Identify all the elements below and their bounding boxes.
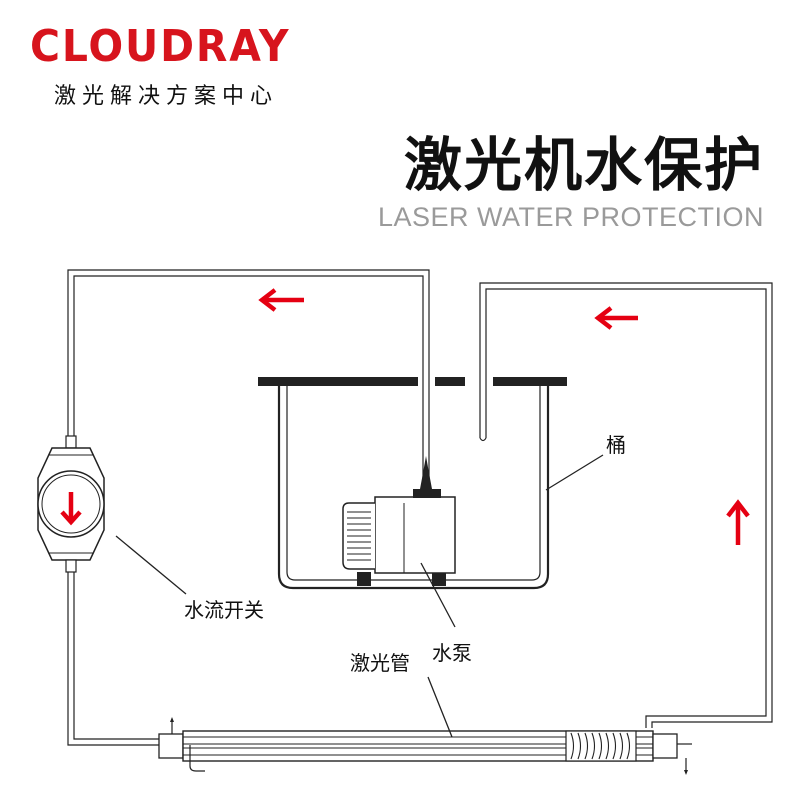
pump-label: 水泵: [432, 641, 472, 665]
flow-switch-leader-line: [115, 535, 187, 595]
flow-arrow-up-icon: [726, 499, 750, 545]
laser-tube-label: 激光管: [350, 651, 410, 675]
laser-tube-leader-line: [427, 676, 453, 738]
flow-arrow-down-icon: [60, 492, 82, 526]
bucket-label: 桶: [606, 433, 626, 457]
page-title: 激光机水保护: [403, 131, 764, 199]
bucket-leader-line: [545, 454, 604, 491]
water-pump: [342, 456, 456, 586]
right-water-pipe: [479, 282, 773, 728]
flow-arrow-left-icon: [258, 288, 304, 312]
brand-tagline: 激光解决方案中心: [54, 84, 279, 109]
flow-switch-label: 水流开关: [184, 598, 264, 622]
left-water-pipe: [67, 269, 430, 746]
page-subtitle: LASER WATER PROTECTION: [377, 202, 764, 232]
flow-arrow-left-icon: [594, 306, 638, 330]
pump-leader-line: [420, 562, 456, 628]
laser-tube: [158, 717, 692, 775]
water-bucket: [258, 377, 567, 590]
brand-logo: CLOUDRAY: [30, 21, 291, 72]
